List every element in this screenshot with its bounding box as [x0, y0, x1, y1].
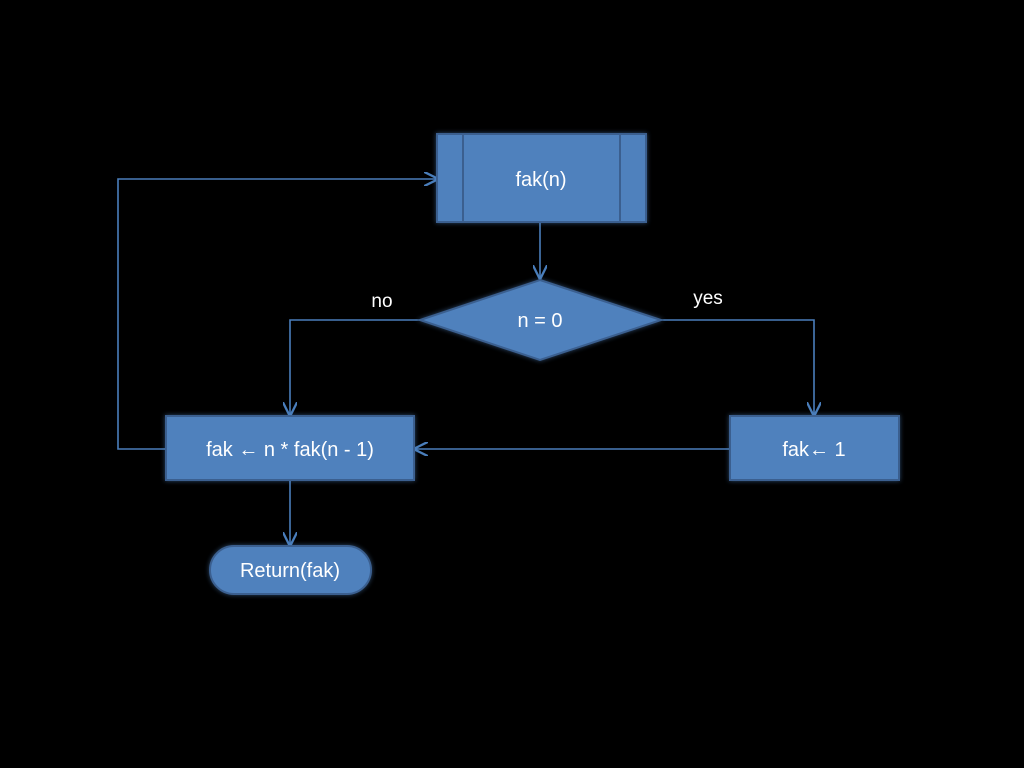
yes-branch-label: yes [693, 288, 723, 309]
base-case-label: fak← 1 [782, 439, 845, 461]
connector-decision-yes [661, 319, 814, 415]
start-node-label: fak(n) [515, 169, 566, 191]
decision-node [416, 278, 665, 362]
end-node-label: Return(fak) [240, 560, 340, 582]
recursive-step-node [165, 415, 415, 481]
connector-decision-no [290, 319, 420, 415]
decision-node-label: n = 0 [517, 310, 562, 332]
no-branch-label: no [371, 291, 392, 312]
connector-recursion-loop [117, 179, 437, 450]
end-node [209, 545, 372, 595]
start-node [436, 133, 647, 223]
base-case-node [729, 415, 900, 481]
recursive-step-label: fak ← n * fak(n - 1) [206, 439, 374, 461]
